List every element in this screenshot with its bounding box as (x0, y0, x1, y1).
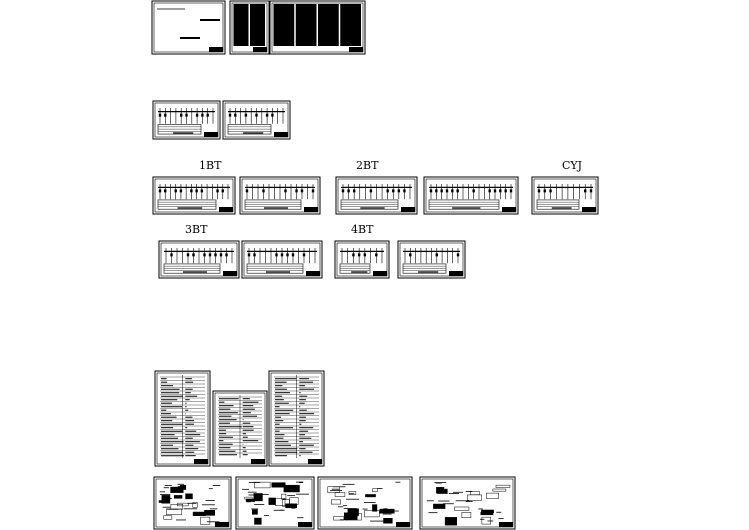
sheet-table-3 (268, 370, 325, 467)
group-label-3bt: 3BT (185, 223, 208, 236)
sheet-detail-3 (317, 476, 413, 530)
sheet-dark-2 (269, 0, 366, 55)
sheet-cyj-1 (531, 176, 599, 215)
sheet-3bt-1 (158, 240, 240, 279)
sheet-2bt-2 (423, 176, 519, 215)
sheet-3bt-2 (241, 240, 323, 279)
group-label-4bt: 4BT (351, 223, 374, 236)
group-label-2bt: 2BT (356, 159, 379, 172)
group-label-1bt: 1BT (199, 159, 222, 172)
sheet-cover (151, 0, 226, 55)
sheet-dark-1 (229, 0, 270, 55)
sheet-1bt-1 (152, 176, 236, 215)
sheet-detail-2 (235, 476, 315, 530)
sheet-overview-1 (152, 100, 221, 140)
sheet-2bt-1 (335, 176, 418, 215)
sheet-detail-1 (153, 476, 232, 530)
sheet-detail-4 (419, 476, 516, 530)
sheet-table-2 (212, 390, 268, 467)
sheet-4bt-1 (334, 240, 390, 279)
sheet-overview-2 (222, 100, 291, 140)
sheet-1bt-2 (239, 176, 321, 215)
sheet-4bt-2 (397, 240, 466, 279)
sheet-table-1 (154, 370, 211, 467)
group-label-cyj: CYJ (562, 159, 583, 172)
